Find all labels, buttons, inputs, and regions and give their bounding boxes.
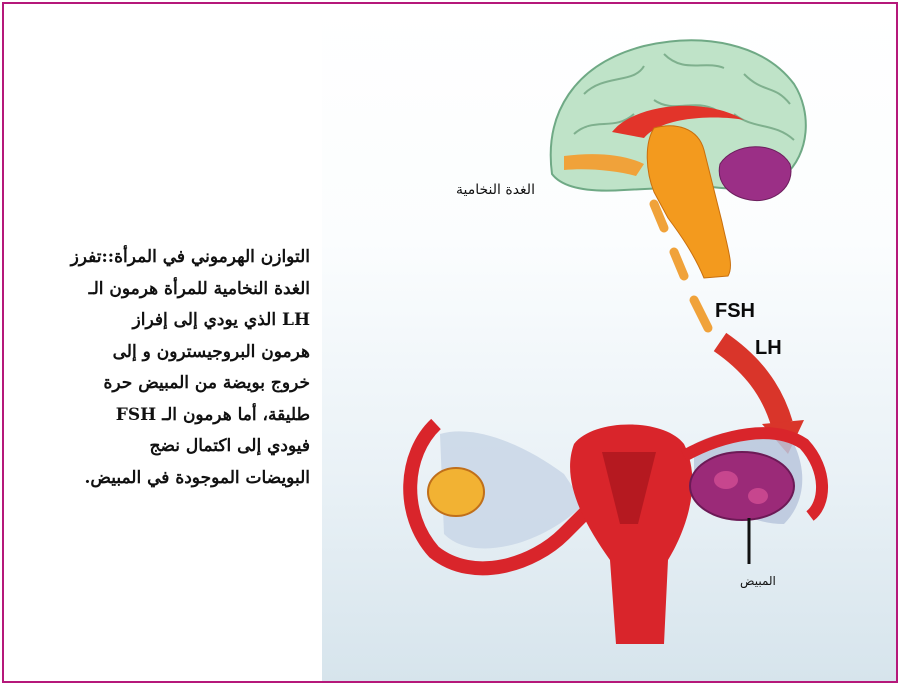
left-ovary — [428, 468, 484, 516]
cerebellum — [719, 147, 791, 201]
fsh-label: FSH — [715, 300, 755, 323]
ovary-label: المبيض — [740, 574, 776, 588]
right-ovary-illustration — [690, 452, 794, 520]
lh-label: LH — [755, 337, 782, 360]
caption-line: خروج بويضة من المبيض حرة — [48, 368, 310, 400]
caption-line: هرمون البروجيسترون و إلى — [48, 337, 310, 369]
hormone-pathway — [654, 204, 804, 454]
caption-line: الغدة النخامية للمرأة هرمون الـ — [48, 274, 310, 306]
caption-line: LH الذي يودي إلى إفراز — [48, 305, 310, 337]
caption-line: البويضات الموجودة في المبيض. — [48, 463, 310, 495]
brain-illustration — [551, 40, 806, 278]
caption-line: فيودي إلى اكتمال نضج — [48, 431, 310, 463]
caption-text: التوازن الهرموني في المرأة::تفرز الغدة ا… — [48, 242, 310, 494]
uterus-illustration — [410, 424, 822, 644]
caption-line: طليقة، أما هرمون الـ FSH — [48, 400, 310, 432]
pituitary-label: الغدة النخامية — [456, 182, 535, 198]
caption-line: التوازن الهرموني في المرأة::تفرز — [48, 242, 310, 274]
